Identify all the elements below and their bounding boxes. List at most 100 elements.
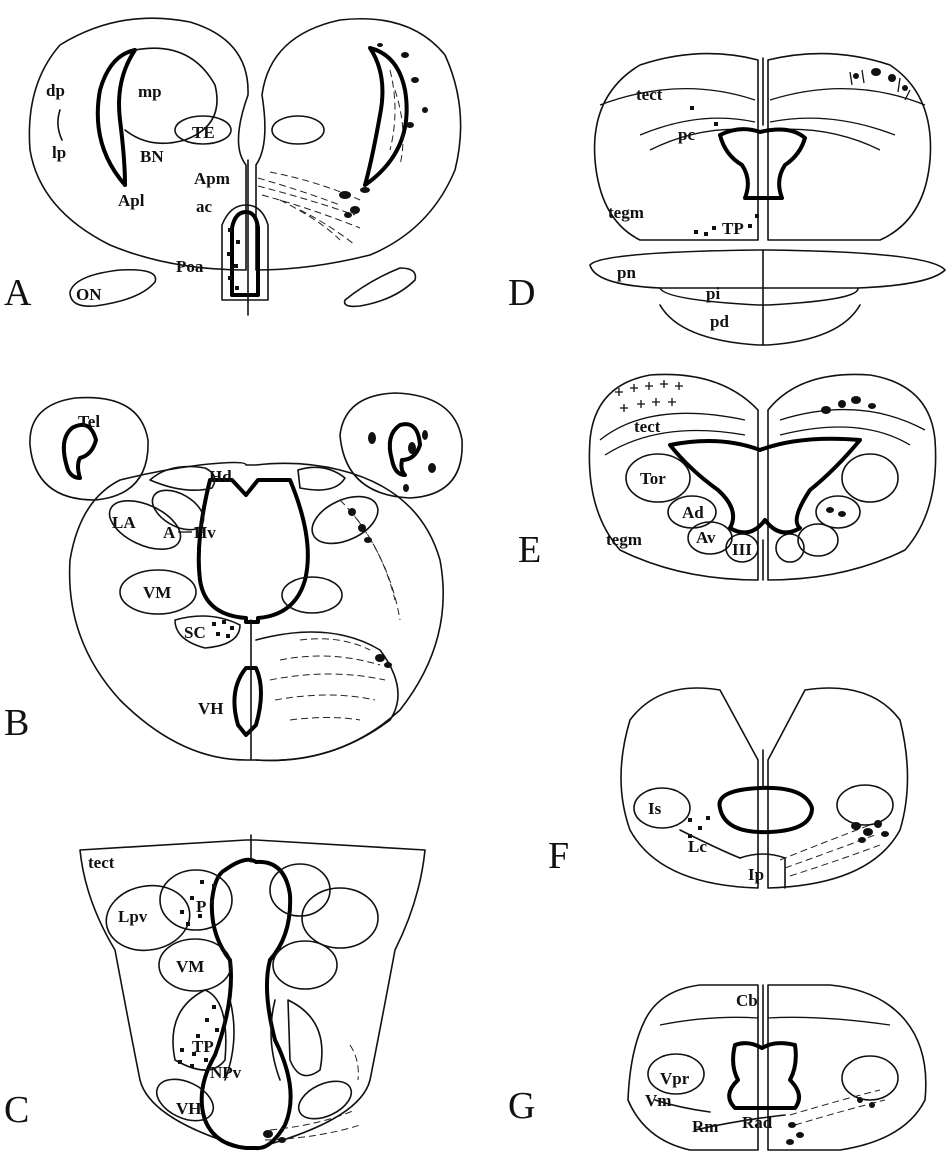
panel-c-label-tect: tect xyxy=(88,853,115,872)
panel-a-right-optic-nerve xyxy=(345,268,416,306)
panel-d-pi xyxy=(660,288,858,305)
panel-c-ventricle xyxy=(202,860,291,1148)
panel-c-label-vm: VM xyxy=(176,957,204,976)
panel-d-pd xyxy=(660,305,860,345)
panel-c-lpv-nucleus xyxy=(101,879,195,957)
panel-b-right-telencephalon xyxy=(340,393,462,498)
panel-g-label-rad: Rad xyxy=(742,1113,773,1132)
panel-b-la-right xyxy=(305,487,385,553)
panel-c-label-tp: TP xyxy=(192,1037,214,1056)
panel-e-tect-line-1 xyxy=(600,413,745,440)
panel-e-label-ad: Ad xyxy=(682,503,704,522)
panel-a-label-lp: lp xyxy=(52,143,66,162)
panel-e-outline-right xyxy=(768,374,936,580)
panel-a-label-poa: Poa xyxy=(176,257,204,276)
panel-g-ventricle xyxy=(729,1043,799,1108)
panel-b-left-tel-ventricle xyxy=(64,425,96,478)
panel-g-label-cb: Cb xyxy=(736,991,758,1010)
panel-c-label-lpv: Lpv xyxy=(118,907,148,926)
panel-e-label-tegm: tegm xyxy=(606,530,642,549)
panel-b-label-tel: Tel xyxy=(78,412,100,431)
panel-e-labelled-cells xyxy=(821,396,876,517)
panel-f-labelled-cells xyxy=(851,820,889,843)
panel-a-labelled-cells xyxy=(339,43,428,218)
panel-f-is-right xyxy=(837,785,893,825)
panel-d-label-pd: pd xyxy=(710,312,729,331)
panel-b-label-hd: Hd xyxy=(209,467,232,486)
panel-a-label-bn: BN xyxy=(140,147,164,166)
panel-g-vpr-right xyxy=(842,1056,898,1100)
panel-d-tect-line-2 xyxy=(640,118,755,135)
panel-b-vh-ventricle xyxy=(234,668,261,735)
panel-b-label-a: A xyxy=(163,523,176,542)
panel-e-label-tor: Tor xyxy=(640,469,666,488)
panel-c: tect Lpv P VM TP NPv VH C xyxy=(4,840,425,1148)
panel-a-letter: A xyxy=(4,272,32,314)
panel-a-label-dp: dp xyxy=(46,81,65,100)
panel-d-pn xyxy=(590,250,945,288)
panel-b-third-ventricle xyxy=(199,480,308,622)
panel-d: tect pc tegm TP pn pi pd D xyxy=(508,54,945,345)
panel-g-cb-line xyxy=(660,1017,758,1025)
panel-a-label-on: ON xyxy=(76,285,102,304)
panel-f: Is Lc Ip F xyxy=(548,688,908,888)
panel-a-poa-ventricle xyxy=(232,212,258,295)
panel-g-label-vm: Vm xyxy=(645,1091,671,1110)
panel-a-right-hemisphere xyxy=(256,19,461,270)
panel-e-label-iii: III xyxy=(732,540,752,559)
panel-b-fiber-tract xyxy=(270,500,400,720)
panel-c-label-p: P xyxy=(196,897,206,916)
panel-a-label-apl: Apl xyxy=(118,191,145,210)
panel-e: tect Tor Ad tegm Av III E xyxy=(518,374,936,580)
panel-d-label-pi: pi xyxy=(706,284,720,303)
panel-c-label-vh: VH xyxy=(176,1099,202,1118)
panel-f-outline xyxy=(621,688,758,888)
panel-c-lpv-right xyxy=(302,888,378,948)
panel-d-ventricle xyxy=(720,129,805,198)
panel-a-left-ventricle xyxy=(98,50,135,185)
panel-b-label-hv: Hv xyxy=(194,523,216,542)
panel-e-tor-right xyxy=(842,454,898,502)
panel-d-tect-line-3r xyxy=(770,129,880,150)
midlines xyxy=(248,58,763,1045)
panel-d-tect-line-3 xyxy=(650,129,755,150)
panel-e-label-av: Av xyxy=(696,528,716,547)
panel-f-label-ip: Ip xyxy=(748,865,764,884)
panel-f-letter: F xyxy=(548,835,569,877)
panel-a-te-nucleus-right xyxy=(272,116,324,144)
panel-g-label-rm: Rm xyxy=(692,1117,718,1136)
panel-b: Tel Hd LA A Hv VM SC VH B xyxy=(4,393,462,761)
panel-a-label-ac: ac xyxy=(196,197,213,216)
panel-e-ad-right xyxy=(816,496,860,528)
panel-f-is-nucleus xyxy=(634,788,690,828)
panel-b-lateral-region xyxy=(256,632,398,761)
panel-c-fiber-tract xyxy=(265,1045,360,1140)
panel-b-sc-squares xyxy=(212,620,234,638)
panel-b-label-la: LA xyxy=(112,513,136,532)
panel-b-vm-right xyxy=(282,577,342,613)
panel-f-label-is: Is xyxy=(648,799,662,818)
panel-d-letter: D xyxy=(508,272,535,314)
panel-g-cb-line-right xyxy=(768,1017,890,1025)
panel-a-label-te: TE xyxy=(192,123,215,142)
panel-b-label-vm: VM xyxy=(143,583,171,602)
panel-d-label-pn: pn xyxy=(617,263,636,282)
panel-g-letter: G xyxy=(508,1085,535,1127)
panel-c-vm-right xyxy=(273,941,337,989)
panel-a: dp lp mp TE BN Apm Apl ac Poa ON A xyxy=(4,18,461,314)
panel-a-label-mp: mp xyxy=(138,82,162,101)
panel-c-letter: C xyxy=(4,1089,29,1131)
panel-d-tp-squares xyxy=(690,106,759,236)
panel-d-tect-line-1r xyxy=(770,89,925,105)
panel-d-outline-right xyxy=(768,54,931,240)
panel-c-vh-right xyxy=(293,1074,357,1127)
panel-d-label-pc: pc xyxy=(678,125,695,144)
panel-d-tect-line-1 xyxy=(600,89,755,105)
panel-c-outline xyxy=(80,840,425,1148)
panel-b-letter: B xyxy=(4,702,29,744)
panel-b-label-sc: SC xyxy=(184,623,206,642)
panel-d-label-tp: TP xyxy=(722,219,744,238)
panel-b-hd-nucleus xyxy=(150,467,215,491)
panel-a-label-apm: Apm xyxy=(194,169,230,188)
